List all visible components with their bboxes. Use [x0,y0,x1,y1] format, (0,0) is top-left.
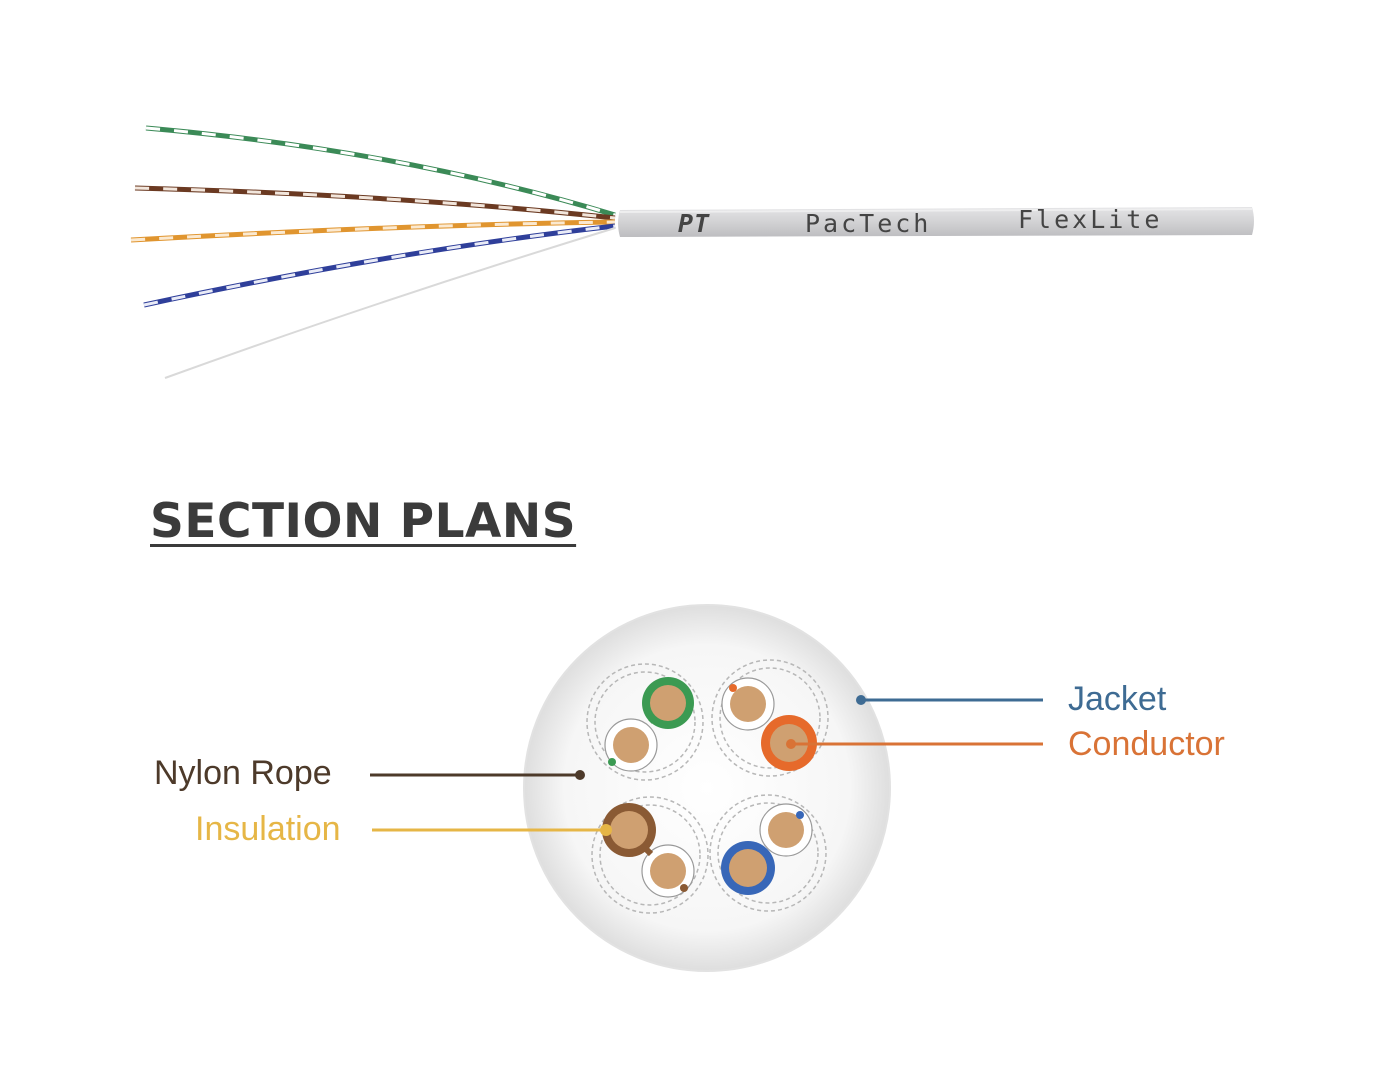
wire-pair-brown [134,185,616,221]
cable-print: PT PacTech FlexLite [678,205,1162,238]
leader-nylon-rope [370,770,585,780]
label-nylon-rope: Nylon Rope [154,754,332,792]
wire-pairs [130,125,616,379]
leader-jacket [856,695,1043,705]
label-jacket: Jacket [1068,680,1167,718]
leader-conductor [786,739,1043,749]
brand-logo: PT [678,209,710,238]
section-title: SECTION PLANS [150,494,577,549]
wire-pair-green [145,125,616,218]
pair-shields [586,659,829,914]
label-conductor: Conductor [1068,725,1225,763]
wire-pair-blue [143,223,616,308]
pair-blue [721,803,813,895]
ripcord [164,227,616,379]
pair-green [604,677,694,772]
brand-name: PacTech [805,209,931,238]
cable-jacket [618,207,1254,237]
label-insulation: Insulation [195,810,341,848]
pair-brown [602,803,695,898]
wire-pair-orange [130,219,616,243]
cross-section [523,604,891,972]
leader-insulation [372,824,612,836]
product-name: FlexLite [1018,205,1162,234]
jacket-outer [523,604,891,972]
